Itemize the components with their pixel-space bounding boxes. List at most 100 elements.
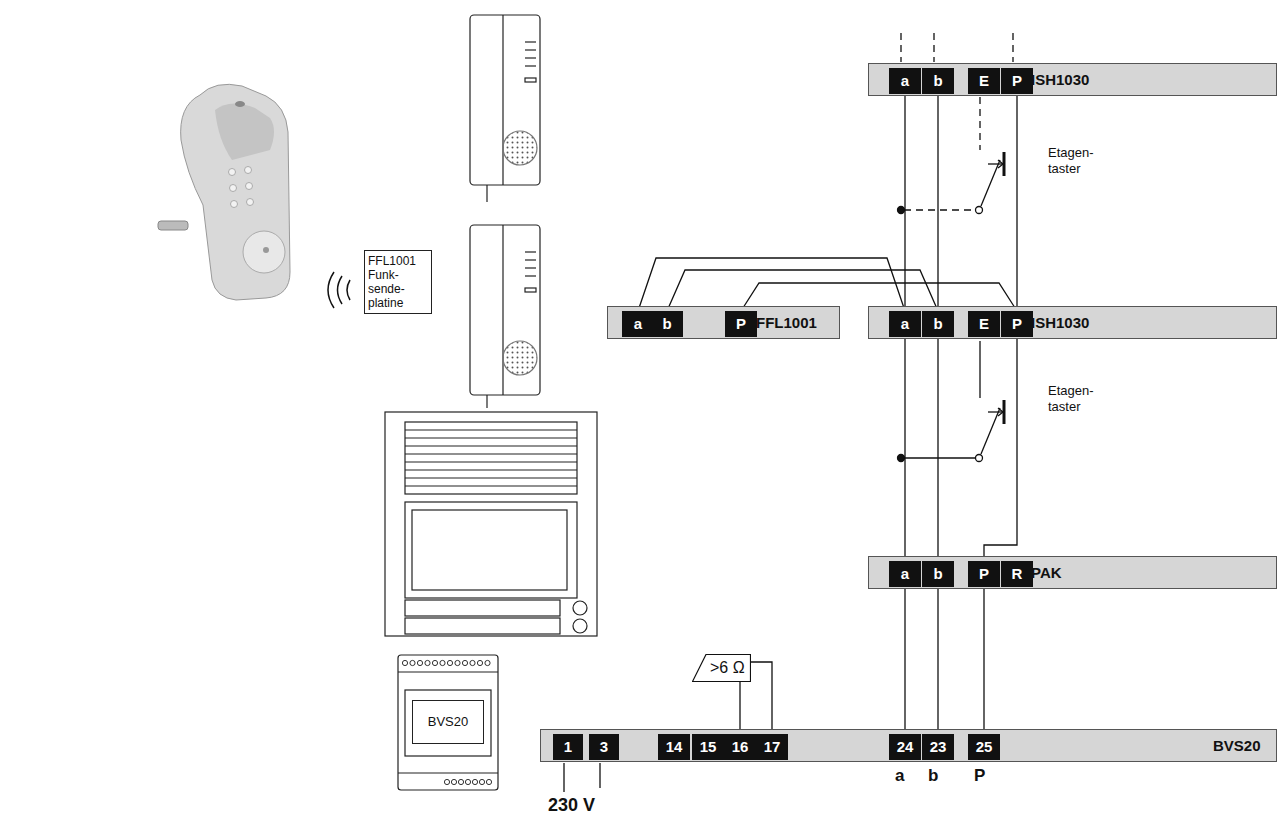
wire <box>984 337 1017 561</box>
signal-name: b <box>928 766 938 786</box>
terminal: b <box>922 561 954 587</box>
plug-receiver <box>215 103 274 160</box>
static-wiring <box>599 763 600 788</box>
intercom-handset <box>525 288 536 292</box>
radio-waves <box>338 276 343 304</box>
intercom-handset <box>525 267 536 268</box>
plug-receiver <box>181 84 290 300</box>
door-station <box>405 477 577 478</box>
static-wiring <box>979 341 980 398</box>
terminal-label: 16 <box>724 734 756 760</box>
plug-receiver <box>263 247 269 253</box>
signal-name: P <box>974 766 985 786</box>
intercom-handset <box>470 225 540 395</box>
terminal-label: 17 <box>756 734 788 760</box>
plug-receiver <box>231 201 238 208</box>
terminal-label: a <box>889 561 921 587</box>
floor-button-symbol <box>1003 152 1006 176</box>
device-label: BVS20 <box>412 700 484 744</box>
terminal: 16 <box>724 734 756 760</box>
terminal: 1 <box>553 734 583 760</box>
power-supply-device <box>451 779 456 784</box>
door-station <box>385 412 597 636</box>
terminal: P <box>1001 68 1033 94</box>
terminal: a <box>622 311 654 337</box>
unit-name: BVS20 <box>1213 730 1261 761</box>
terminal-label: R <box>1001 561 1033 587</box>
unit-bar: BVS201314151617242325 <box>540 729 1277 762</box>
unit-name: ISH1030 <box>1031 64 1089 95</box>
terminal-label: 24 <box>889 734 921 760</box>
terminal-label: P <box>1001 311 1033 337</box>
intercom-handset <box>525 251 536 252</box>
radio-waves <box>328 272 334 308</box>
power-supply-device <box>398 772 498 773</box>
terminal: b <box>922 311 954 337</box>
power-supply-device <box>398 671 498 672</box>
terminal: 17 <box>756 734 788 760</box>
plug-receiver <box>235 101 245 107</box>
intercom-handset <box>525 49 536 50</box>
plug-receiver <box>246 183 253 190</box>
unit-name: PAK <box>1031 557 1062 588</box>
power-supply-device <box>472 779 477 784</box>
power-supply-device <box>440 660 445 665</box>
terminal: a <box>889 311 921 337</box>
power-supply-device <box>447 660 452 665</box>
wire <box>937 587 938 734</box>
power-supply-device <box>455 660 460 665</box>
door-station <box>405 600 560 616</box>
terminal-label: a <box>622 311 654 337</box>
radio-waves <box>328 272 350 308</box>
power-supply-device <box>417 660 422 665</box>
unit-bar: PAKabPR <box>868 556 1277 589</box>
static-wiring <box>904 457 975 458</box>
terminal: E <box>968 68 1000 94</box>
terminal: a <box>889 68 921 94</box>
terminal-label: P <box>1001 68 1033 94</box>
box-text: BVS20 <box>416 704 480 740</box>
resistor-symbol: >6 Ω <box>692 654 751 682</box>
floor-button-symbol <box>976 207 983 214</box>
door-station <box>405 453 577 454</box>
wire <box>751 662 772 734</box>
power-supply-device <box>462 660 467 665</box>
terminal-label: P <box>725 311 757 337</box>
power-supply-device <box>405 690 491 756</box>
terminal: 3 <box>589 734 619 760</box>
floor-button-symbol <box>988 163 1003 164</box>
terminal: b <box>922 68 954 94</box>
door-station <box>405 437 577 438</box>
voltage-label: 230 V <box>548 795 595 816</box>
unit-bar: FFL1001abP <box>607 306 840 339</box>
radio-waves <box>347 280 350 300</box>
terminal: b <box>651 311 683 337</box>
terminal: 24 <box>889 734 921 760</box>
terminal: R <box>1001 561 1033 587</box>
terminal-label: 25 <box>968 734 1000 760</box>
wire <box>904 337 905 561</box>
intercom-handset <box>503 341 537 375</box>
intercom-handset <box>502 15 503 185</box>
door-station <box>412 510 567 590</box>
floor-button-symbol <box>988 411 1003 412</box>
static-wiring <box>904 209 975 210</box>
door-station <box>405 461 577 462</box>
intercom-handset <box>525 65 536 66</box>
terminal: a <box>889 561 921 587</box>
terminal: E <box>968 311 1000 337</box>
terminal: 23 <box>922 734 954 760</box>
floor-button-symbol <box>1003 400 1006 424</box>
power-supply-device <box>479 779 484 784</box>
plug-receiver <box>230 185 237 192</box>
power-supply-device <box>410 660 415 665</box>
floor-button-symbol <box>998 160 1003 168</box>
terminal-label: b <box>922 561 954 587</box>
floor-button-symbol <box>998 408 1003 416</box>
terminal-label: 23 <box>922 734 954 760</box>
terminal-label: E <box>968 311 1000 337</box>
door-station <box>405 429 577 430</box>
intercom-handset <box>503 131 537 165</box>
